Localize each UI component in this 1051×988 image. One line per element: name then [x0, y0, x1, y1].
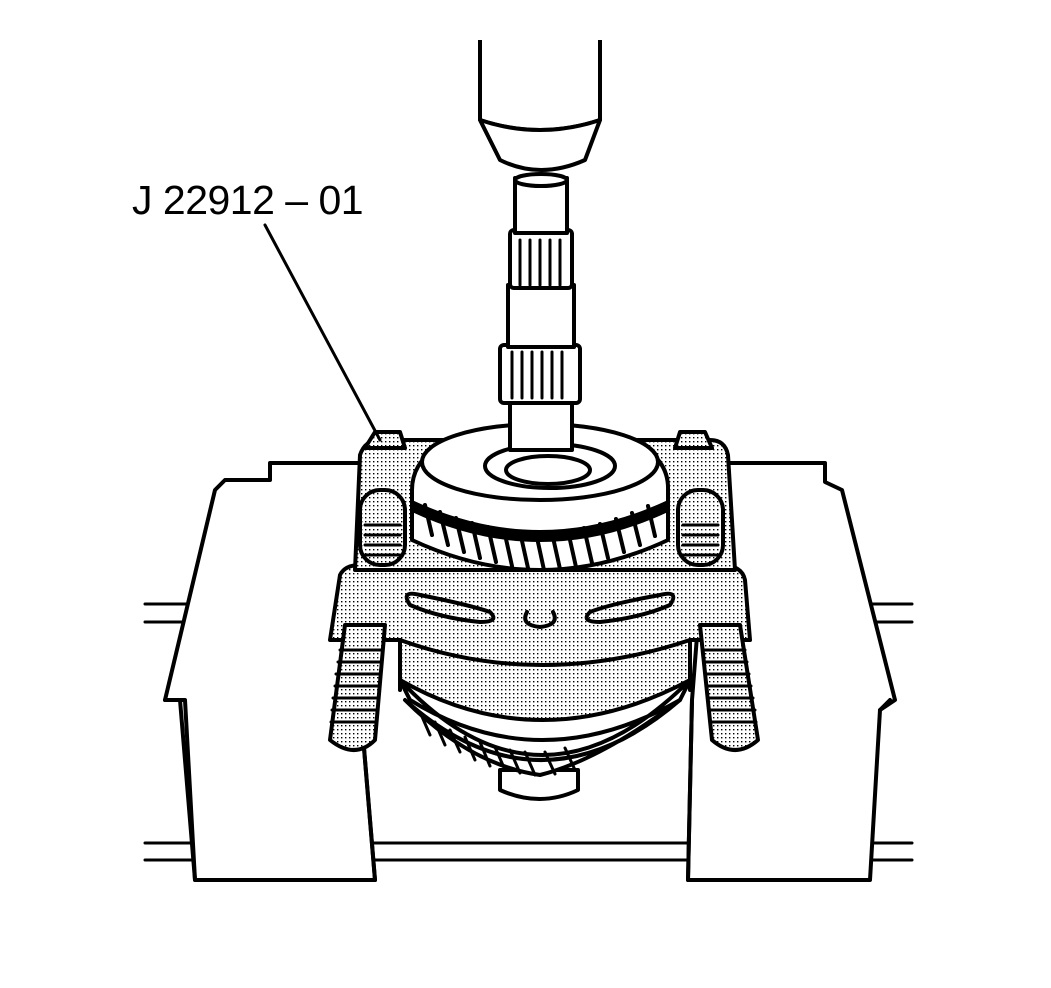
- gear-stack: [410, 422, 671, 572]
- right-press-block: [686, 461, 897, 882]
- upper-bolts: [358, 488, 725, 567]
- tool-callout-label: J 22912 – 01: [132, 177, 364, 223]
- press-ram: [478, 40, 602, 188]
- threaded-rods: [328, 623, 760, 752]
- callout-leader-line: [263, 223, 382, 442]
- shaft: [498, 176, 582, 452]
